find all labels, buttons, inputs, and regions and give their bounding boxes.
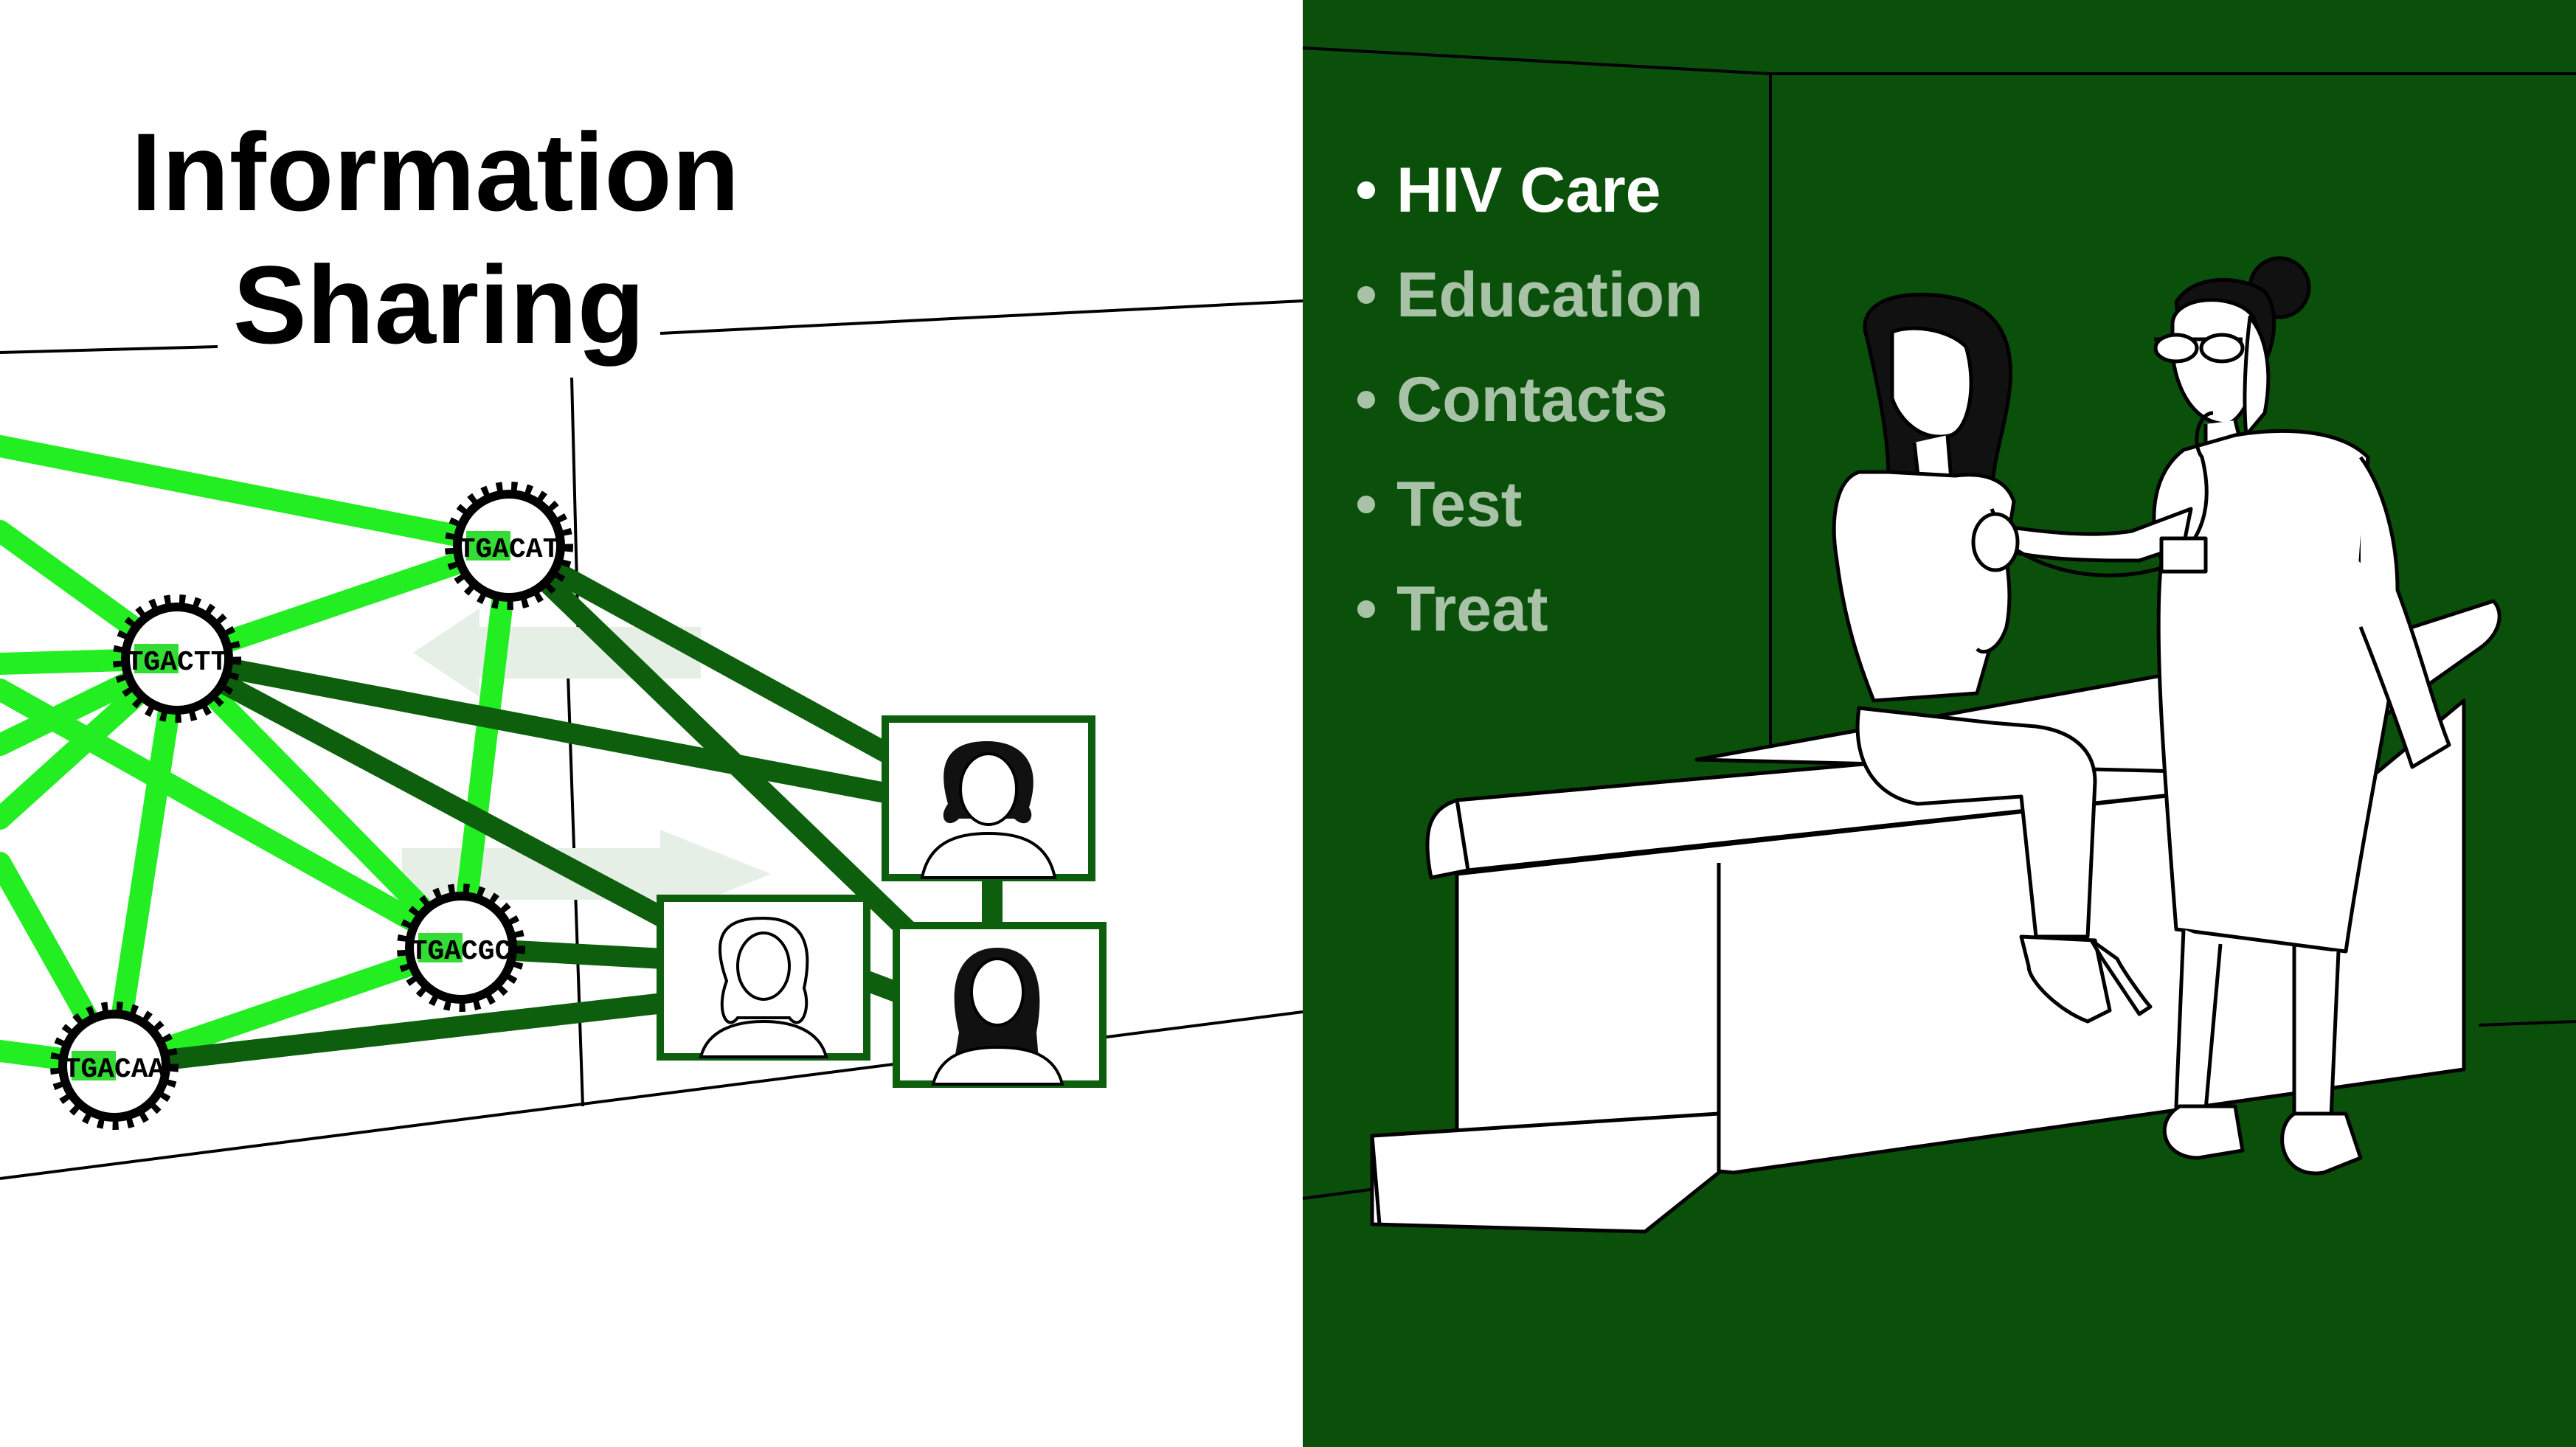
- bullet-dot: [1357, 391, 1375, 409]
- virus-node-tgacgc: [397, 884, 525, 1012]
- node-seq-lo: GC: [478, 936, 512, 968]
- person-card-dark-hair: [893, 922, 1107, 1088]
- node-seq-lo: AA: [131, 1054, 165, 1086]
- title-line-1: Information: [131, 110, 740, 234]
- doctor-figure: [1971, 256, 2451, 1176]
- person-card-curly-hair: [882, 715, 1095, 881]
- node-seq-hi: TGAC: [127, 647, 194, 679]
- virus-node-tgacaa: [50, 1002, 179, 1130]
- node-seq-hi: TGAC: [411, 936, 478, 968]
- topic-item-contacts: Contacts: [1357, 364, 1668, 435]
- node-label-n2: TGACTT: [127, 647, 228, 679]
- network-edges-dark: [104, 535, 1003, 1076]
- topic-item-education: Education: [1357, 260, 1703, 330]
- title-line-2: Sharing: [233, 243, 645, 367]
- person-card-wavy-hair: [657, 895, 870, 1061]
- bullet-dot: [1357, 286, 1375, 304]
- topic-item-treat: Treat: [1357, 574, 1548, 645]
- topic-item-hiv-care: HIV Care: [1357, 155, 1661, 226]
- bullet-dot: [1357, 496, 1375, 513]
- topic-list: HIV Care Education Contacts Test Treat: [1357, 155, 1703, 645]
- node-seq-hi: TGAC: [64, 1054, 131, 1086]
- node-seq-hi: TGAC: [459, 534, 526, 566]
- patient-figure: [1832, 292, 2153, 1024]
- topic-label: Test: [1396, 469, 1522, 540]
- node-seq-lo: AT: [526, 534, 560, 566]
- node-label-n1: TGACAT: [459, 534, 560, 566]
- bullet-dot: [1357, 181, 1375, 199]
- virus-node-tgacat: [445, 482, 573, 610]
- topic-item-test: Test: [1357, 469, 1522, 540]
- topic-label: HIV Care: [1396, 155, 1661, 226]
- topic-label: Contacts: [1396, 364, 1668, 435]
- topic-label: Treat: [1396, 574, 1548, 645]
- node-label-n3: TGACGC: [411, 936, 512, 968]
- node-label-n4: TGACAA: [64, 1054, 165, 1086]
- bullet-dot: [1357, 600, 1375, 618]
- topic-label: Education: [1396, 260, 1703, 330]
- virus-node-tgactt: [113, 594, 241, 723]
- node-seq-lo: TT: [194, 647, 228, 679]
